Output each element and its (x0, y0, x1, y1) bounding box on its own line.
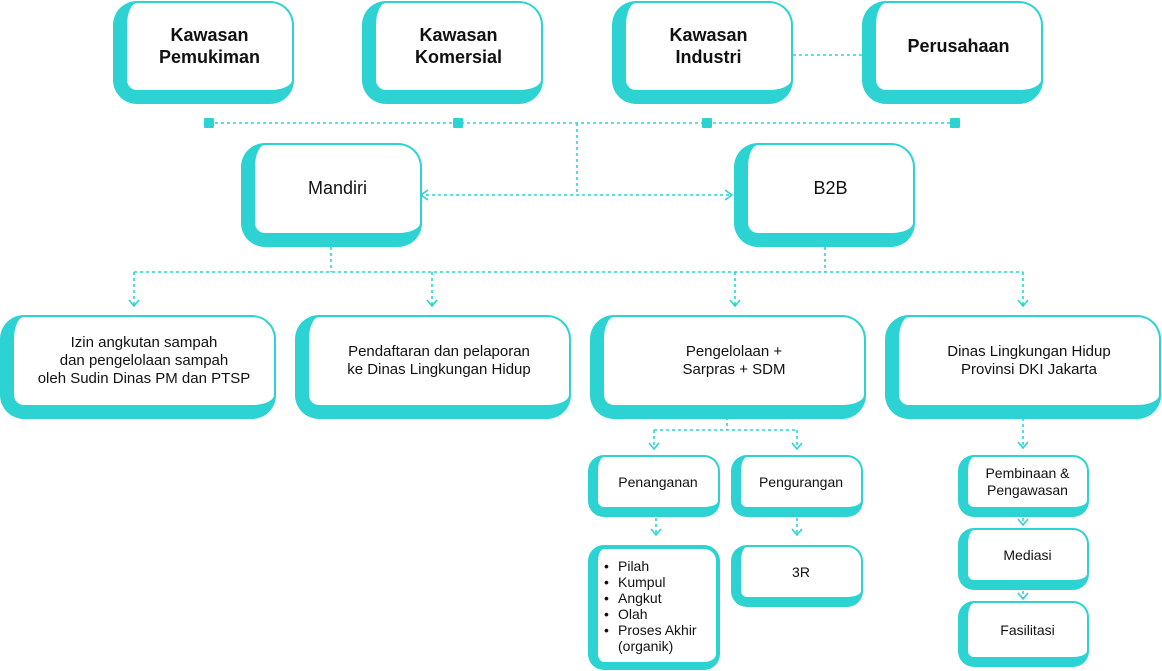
node-izin: Izin angkutan sampah dan pengelolaan sam… (0, 315, 276, 419)
penanganan-step-item: Pilah (602, 558, 697, 574)
node-dinas-lingkungan-hidup: Dinas Lingkungan Hidup Provinsi DKI Jaka… (885, 315, 1161, 419)
node-dinas-lingkungan-hidup-label: Dinas Lingkungan Hidup Provinsi DKI Jaka… (947, 343, 1111, 378)
node-mediasi-label: Mediasi (1003, 546, 1052, 563)
node-penanganan: Penanganan (588, 455, 720, 517)
node-pengelolaan-label: Pengelolaan + Sarpras + SDM (682, 343, 786, 378)
node-mandiri-label: Mandiri (307, 178, 368, 199)
penanganan-step-item: Olah (602, 606, 697, 622)
node-pembinaan-pengawasan: Pembinaan & Pengawasan (958, 455, 1089, 517)
node-kawasan-industri-label: Kawasan Industri (669, 25, 748, 67)
node-penanganan-steps: Pilah Kumpul Angkut Olah Proses Akhir (o… (588, 545, 720, 670)
node-izin-label: Izin angkutan sampah dan pengelolaan sam… (37, 334, 251, 387)
node-perusahaan-label: Perusahaan (907, 35, 1010, 56)
node-pengurangan: Pengurangan (731, 455, 863, 517)
node-kawasan-pemukiman-label: Kawasan Pemukiman (158, 25, 261, 67)
node-fasilitasi: Fasilitasi (958, 601, 1089, 667)
penanganan-step-item: Angkut (602, 590, 697, 606)
node-3r-label: 3R (792, 563, 810, 580)
node-pengurangan-label: Pengurangan (758, 473, 844, 490)
penanganan-step-item: Kumpul (602, 574, 697, 590)
node-3r: 3R (731, 545, 863, 607)
node-pendaftaran-label: Pendaftaran dan pelaporan ke Dinas Lingk… (347, 343, 531, 378)
node-pengelolaan: Pengelolaan + Sarpras + SDM (590, 315, 866, 419)
node-mediasi: Mediasi (958, 528, 1089, 590)
node-mandiri: Mandiri (241, 143, 422, 247)
node-pembinaan-pengawasan-label: Pembinaan & Pengawasan (985, 465, 1070, 498)
node-kawasan-industri: Kawasan Industri (612, 1, 793, 104)
node-penanganan-label: Penanganan (618, 473, 698, 490)
node-b2b: B2B (734, 143, 915, 247)
node-pendaftaran: Pendaftaran dan pelaporan ke Dinas Lingk… (295, 315, 571, 419)
penanganan-step-item: Proses Akhir (organik) (602, 622, 697, 654)
node-perusahaan: Perusahaan (862, 1, 1043, 104)
node-kawasan-pemukiman: Kawasan Pemukiman (113, 1, 294, 104)
node-fasilitasi-label: Fasilitasi (1000, 621, 1055, 638)
penanganan-steps-list: Pilah Kumpul Angkut Olah Proses Akhir (o… (598, 558, 697, 654)
node-b2b-label: B2B (813, 178, 848, 199)
node-kawasan-komersial: Kawasan Komersial (362, 1, 543, 104)
node-kawasan-komersial-label: Kawasan Komersial (414, 25, 503, 67)
